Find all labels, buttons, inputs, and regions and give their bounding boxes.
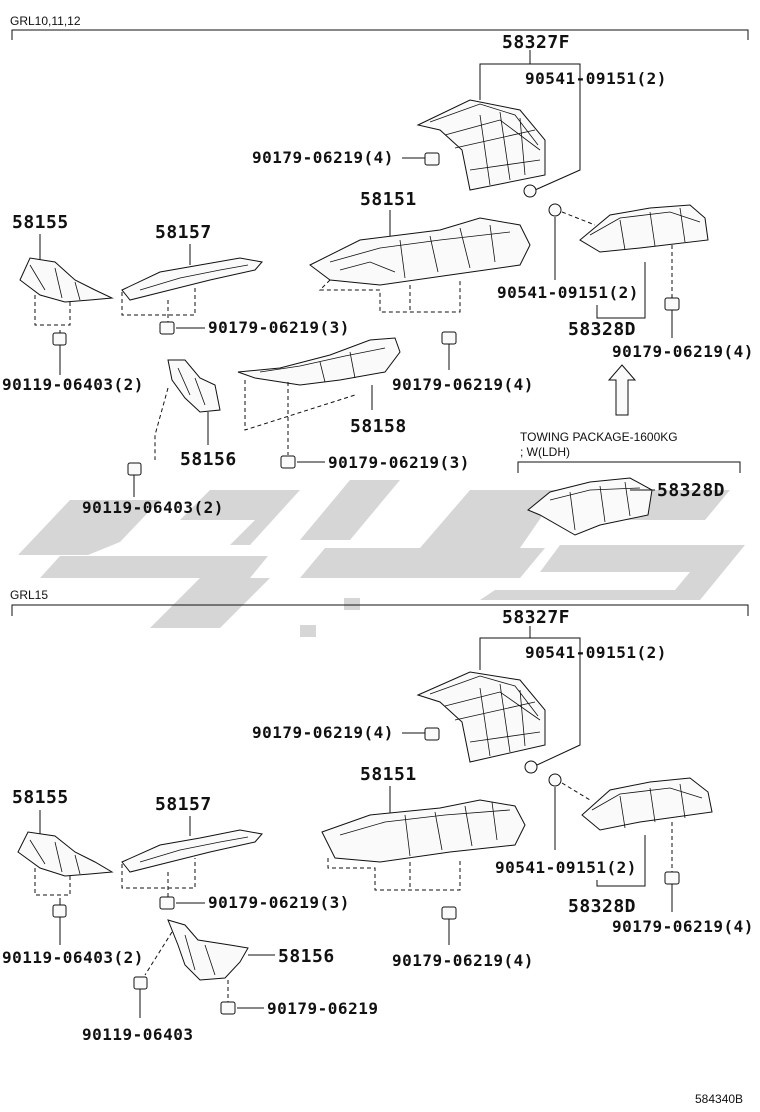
label-58327F: 58327F: [502, 607, 570, 628]
heat-shield-58158: [237, 337, 401, 386]
bracket-58155: [19, 257, 114, 303]
towing-package-note: TOWING PACKAGE-1600KG ; W(LDH) 58328D: [517, 430, 741, 536]
heat-shield-58157: [121, 257, 263, 301]
label-58156: 58156: [278, 946, 335, 967]
section-grl15: GRL15 58327F 90541-09151(2) 90179-06219(…: [2, 588, 754, 1044]
label-90119-55: 90119-06403(2): [2, 948, 144, 967]
label-90179-58: 90179-06219(3): [328, 453, 470, 472]
arrow-up-icon: [607, 364, 637, 416]
nut-icon: [220, 1001, 236, 1015]
nut-icon: [424, 727, 440, 741]
heat-shield-58151: [309, 217, 531, 286]
label-58151: 58151: [360, 764, 417, 785]
label-58158: 58158: [350, 416, 407, 437]
bolt-icon: [133, 976, 148, 1000]
label-90541-mid: 90541-09151(2): [495, 858, 637, 877]
label-90541-mid: 90541-09151(2): [497, 283, 639, 302]
label-58156: 58156: [180, 449, 237, 470]
label-90541-top: 90541-09151(2): [525, 69, 667, 88]
label-90179-56: 90179-06219: [267, 999, 378, 1018]
label-90179-right: 90179-06219(4): [612, 917, 754, 936]
label-58157: 58157: [155, 222, 212, 243]
bracket-58155: [17, 831, 114, 877]
nut-icon: [441, 906, 457, 920]
heat-shield-58328D: [581, 777, 713, 831]
heat-shield-58151: [321, 799, 526, 863]
nut-icon: [664, 297, 680, 311]
nut-icon: [159, 896, 175, 910]
towing-note-line1: TOWING PACKAGE-1600KG: [520, 430, 678, 444]
nut-icon: [159, 321, 175, 335]
bracket-58156: [167, 359, 221, 413]
bolt-icon: [127, 462, 142, 485]
label-90179-57: 90179-06219(3): [208, 893, 350, 912]
label-58328D: 58328D: [568, 319, 636, 340]
nut-icon: [524, 760, 538, 774]
nut-icon: [441, 331, 457, 345]
label-90179-51: 90179-06219(4): [392, 375, 534, 394]
label-90179-51: 90179-06219(4): [392, 951, 534, 970]
section-heading: GRL15: [10, 588, 48, 602]
heat-shield-58328D: [579, 204, 709, 253]
label-90119-56: 90119-06403: [82, 1025, 193, 1044]
label-58155: 58155: [12, 787, 69, 808]
nut-icon: [548, 203, 562, 217]
section-grl10-11-12: GRL10,11,12 58327F 90541-09151(2) 90179-…: [2, 14, 754, 536]
label-towing-58328D: 58328D: [657, 480, 725, 501]
nut-icon: [523, 184, 537, 198]
bolt-icon: [52, 332, 67, 355]
label-90179-top: 90179-06219(4): [252, 148, 394, 167]
bolt-icon: [52, 904, 67, 928]
label-58157: 58157: [155, 794, 212, 815]
towing-note-line2: ; W(LDH): [520, 445, 570, 459]
nut-icon: [664, 871, 680, 885]
label-90119-56: 90119-06403(2): [82, 498, 224, 517]
heat-shield-58327F: [416, 671, 546, 763]
bracket-58156: [167, 919, 249, 981]
section-bracket: [11, 604, 749, 616]
nut-icon: [548, 773, 562, 787]
nut-icon: [280, 455, 296, 469]
nut-icon: [424, 152, 440, 166]
label-90179-right: 90179-06219(4): [612, 342, 754, 361]
label-90119-55: 90119-06403(2): [2, 375, 144, 394]
label-90179-top: 90179-06219(4): [252, 723, 394, 742]
label-58151: 58151: [360, 189, 417, 210]
label-58327F: 58327F: [502, 32, 570, 53]
diagram-id: 584340B: [695, 1092, 743, 1106]
section-heading: GRL10,11,12: [10, 14, 81, 28]
section-bracket: [11, 29, 749, 40]
heat-shield-58157: [121, 829, 263, 873]
heat-shield-58327F: [416, 99, 546, 191]
label-90541-top: 90541-09151(2): [525, 643, 667, 662]
watermark-logo: [18, 480, 745, 637]
label-58155: 58155: [12, 212, 69, 233]
label-90179-57: 90179-06219(3): [208, 318, 350, 337]
label-58328D: 58328D: [568, 896, 636, 917]
